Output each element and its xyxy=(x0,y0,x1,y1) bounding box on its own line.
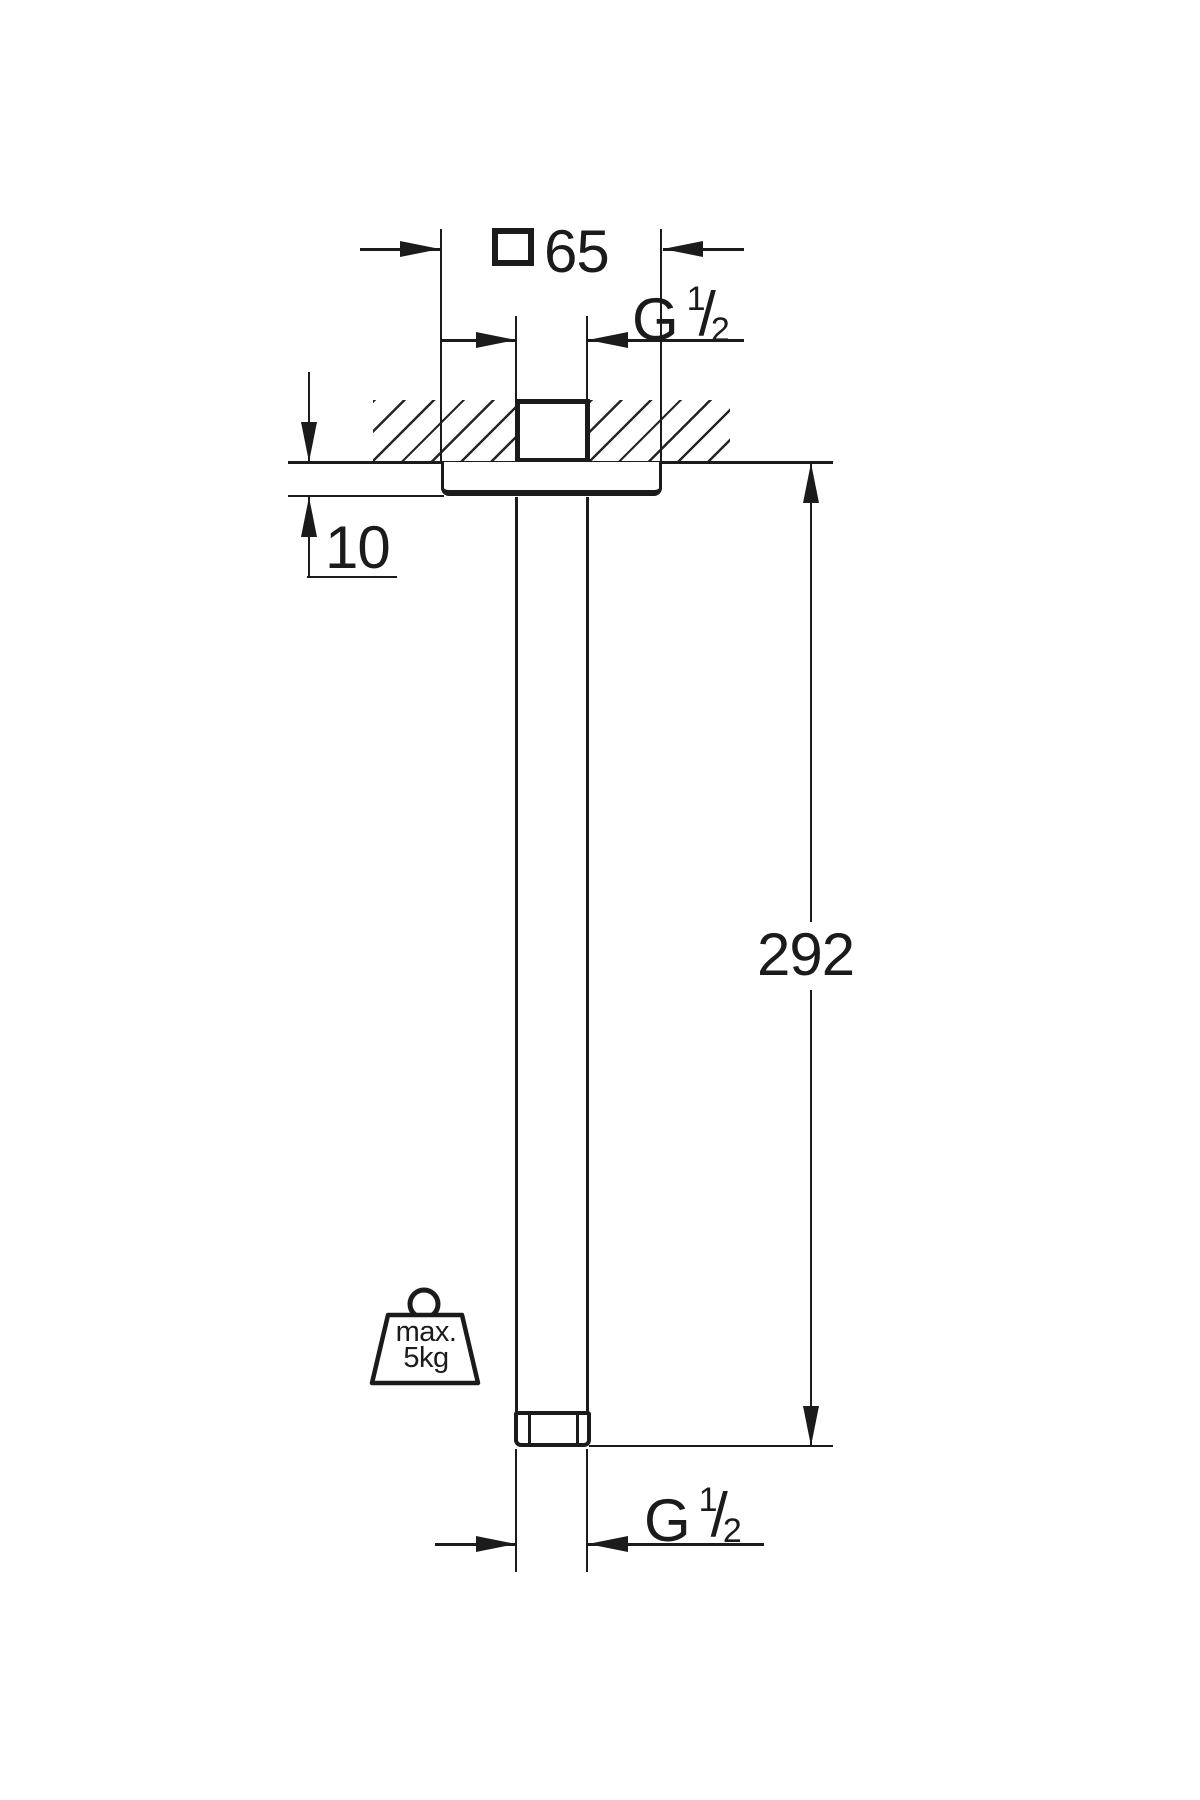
ceiling-hatch-left xyxy=(373,400,515,461)
thread-numerator: 1 xyxy=(686,280,706,318)
dim-line-10-upper xyxy=(308,372,310,462)
dim-line-arm-right-bottom xyxy=(588,1543,764,1546)
dim-line-arm-right-top xyxy=(588,339,744,342)
dim-value-292: 292 xyxy=(757,921,855,988)
extension-line-arm-right-bottom xyxy=(586,1449,588,1572)
arm-outline-left xyxy=(515,497,518,1414)
dim-value-65: 65 xyxy=(544,218,610,285)
arrowhead-arm-left-bottom xyxy=(476,1536,516,1552)
arrowhead-10-down xyxy=(301,422,317,462)
extension-line-65-right xyxy=(660,229,662,462)
weight-limit-icon xyxy=(369,1287,481,1386)
thread-denominator: 2 xyxy=(710,311,730,349)
thread-numerator: 1 xyxy=(698,1481,718,1519)
escutcheon-flange xyxy=(441,462,662,496)
hex-nut-facet-right xyxy=(576,1415,579,1443)
arrowhead-arm-right-top xyxy=(588,332,628,348)
dim-line-arm-left-bottom xyxy=(435,1543,516,1546)
hex-nut-facet-left xyxy=(528,1415,531,1443)
dim-line-292-upper xyxy=(810,463,812,922)
arrowhead-65-right xyxy=(663,241,703,257)
arrowhead-arm-left-top xyxy=(476,332,516,348)
extension-line-65-left xyxy=(440,229,442,462)
depth-reference-line xyxy=(288,495,444,497)
dim-line-292-lower xyxy=(810,990,812,1446)
weight-limit-line1: max. xyxy=(395,1316,457,1348)
arrowhead-292-down xyxy=(803,1406,819,1446)
arrowhead-65-left xyxy=(400,241,440,257)
arrowhead-arm-right-bottom xyxy=(588,1536,628,1552)
arm-end-reference-line xyxy=(589,1445,833,1447)
thread-denominator: 2 xyxy=(722,1512,742,1550)
square-symbol xyxy=(492,228,534,266)
weight-limit-line2: 5kg xyxy=(403,1342,449,1374)
arrowhead-10-up xyxy=(301,497,317,537)
thread-letter: G xyxy=(644,1487,691,1554)
dim-line-65-right xyxy=(663,248,744,251)
dim-value-10: 10 xyxy=(325,514,391,581)
thread-letter: G xyxy=(632,286,679,353)
hex-nut xyxy=(514,1411,591,1447)
extension-line-arm-left-bottom xyxy=(515,1449,517,1572)
arrowhead-292-up xyxy=(803,463,819,503)
extension-line-arm-left-top xyxy=(515,316,517,401)
thread-slash: / xyxy=(710,1481,728,1550)
leader-line-10 xyxy=(307,576,397,578)
extension-line-arm-right-top xyxy=(586,316,588,401)
thread-slash: / xyxy=(698,280,716,349)
dim-line-10-lower xyxy=(308,497,310,577)
pipe-stub xyxy=(515,399,590,463)
arm-outline-right xyxy=(586,497,589,1414)
